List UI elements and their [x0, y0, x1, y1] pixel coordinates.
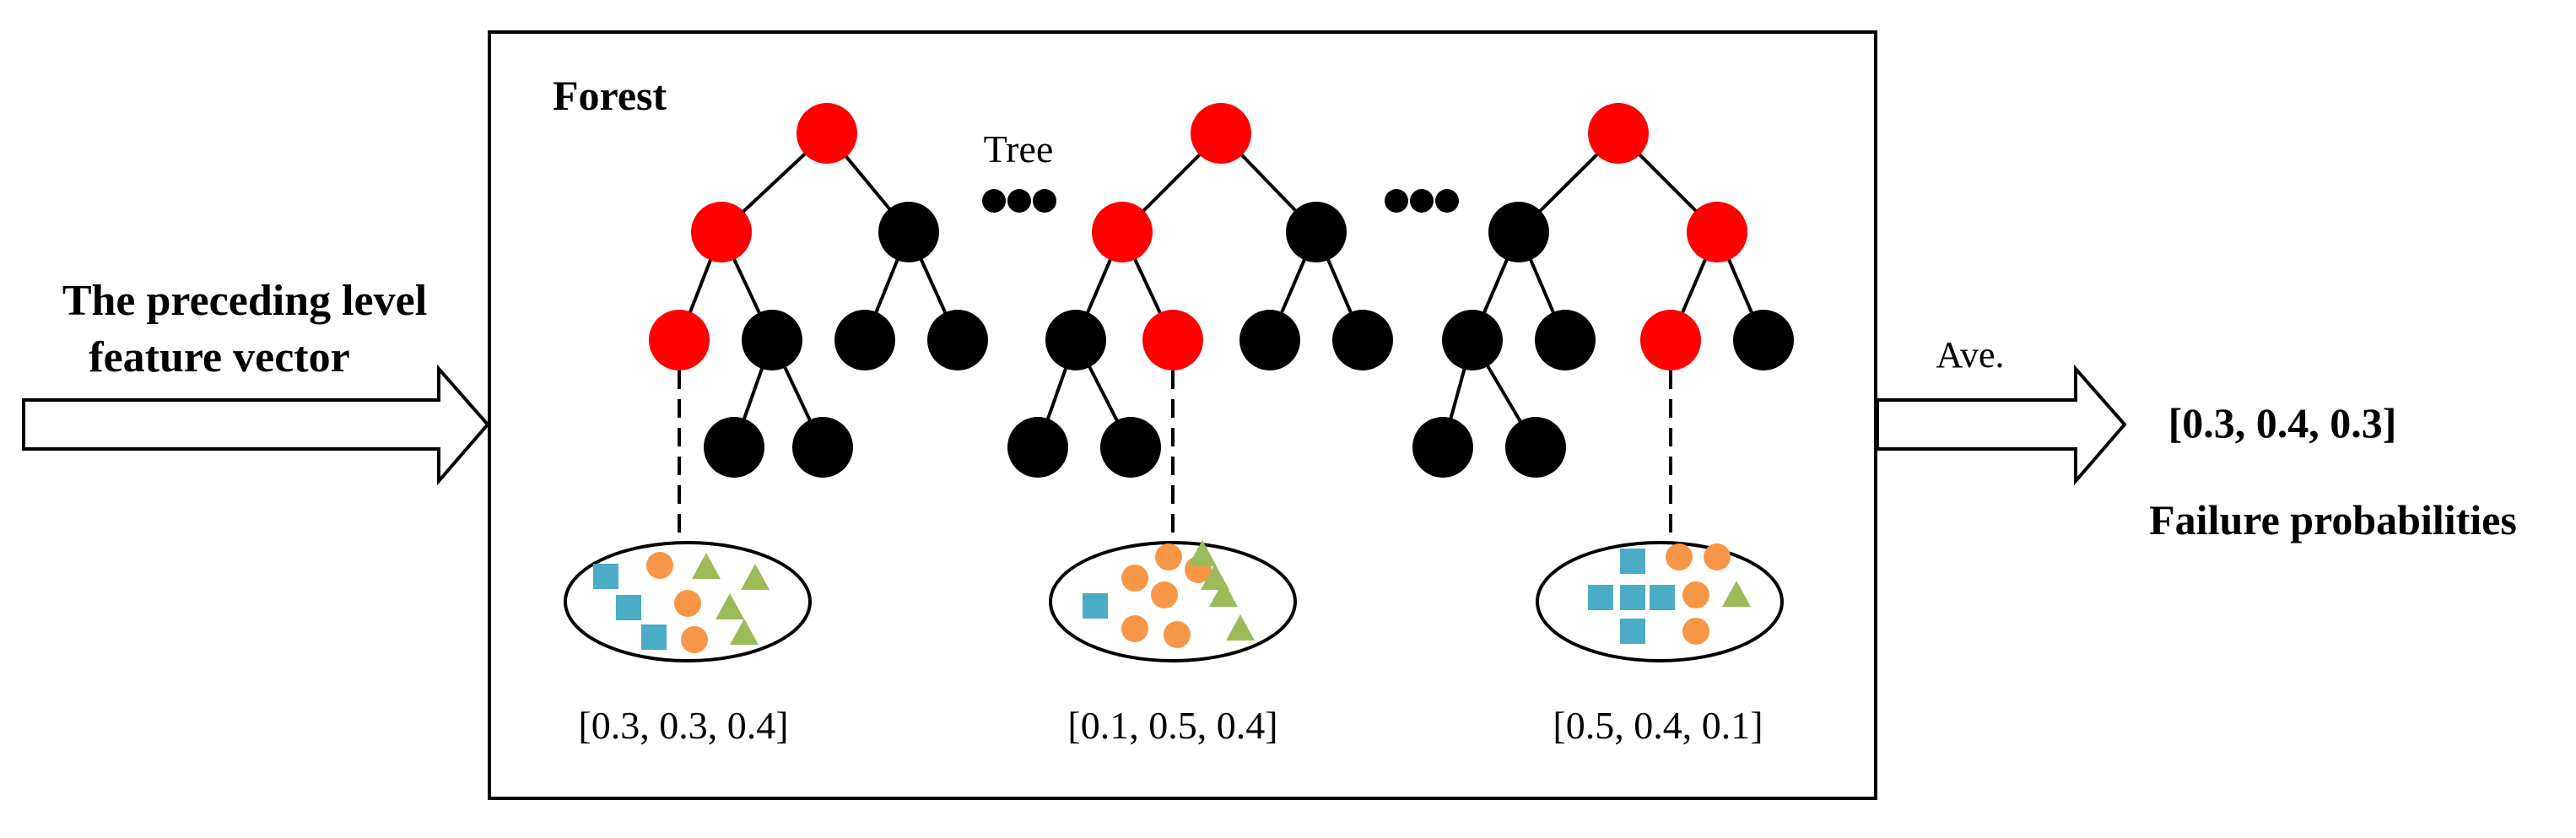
tree-node	[792, 417, 853, 478]
class-square-marker	[593, 564, 618, 589]
class-square-marker	[1650, 585, 1675, 610]
tree-node	[927, 310, 988, 370]
tree-node	[1007, 417, 1068, 478]
tree-3-probabilities: [0.5, 0.4, 0.1]	[1553, 704, 1763, 747]
decision-path-node	[1142, 310, 1203, 370]
class-square-marker	[616, 595, 641, 620]
class-circle-marker	[646, 552, 673, 579]
class-square-marker	[641, 624, 667, 650]
decision-path-node	[1687, 202, 1747, 262]
tree-node	[878, 202, 939, 262]
tree-node	[834, 310, 895, 370]
class-triangle-marker	[1722, 581, 1751, 607]
class-circle-marker	[1151, 581, 1178, 608]
tree-1-probabilities: [0.3, 0.3, 0.4]	[578, 704, 788, 747]
tree-node	[1045, 310, 1106, 370]
decision-path-node	[649, 310, 710, 370]
tree-label: Tree	[984, 127, 1054, 170]
decision-path-node	[1588, 103, 1649, 164]
class-square-marker	[1620, 585, 1645, 610]
class-triangle-marker	[1226, 614, 1255, 641]
decision-path-node	[1640, 310, 1701, 370]
class-triangle-marker	[1188, 540, 1217, 566]
input-arrow	[22, 364, 490, 486]
class-square-marker	[1620, 549, 1645, 574]
tree-node	[1505, 417, 1566, 478]
class-square-marker	[1083, 593, 1108, 619]
tree-2-probabilities: [0.1, 0.5, 0.4]	[1067, 704, 1277, 747]
tree-node	[1733, 310, 1794, 370]
class-triangle-marker	[1209, 581, 1238, 607]
class-circle-marker	[681, 626, 708, 653]
decision-path-node	[691, 202, 752, 262]
tree-node	[704, 417, 764, 478]
class-triangle-marker	[1201, 564, 1229, 590]
input-label-line1: The preceding level	[62, 277, 427, 325]
ellipsis-dots-1	[982, 189, 1056, 213]
tree-node	[742, 310, 802, 370]
class-triangle-marker	[692, 553, 721, 579]
decision-path-node	[797, 103, 857, 164]
input-label-line2: feature vector	[89, 333, 349, 381]
ellipsis-dots-2	[1385, 189, 1459, 213]
output-caption: Failure probabilities	[2149, 496, 2517, 543]
average-label: Ave.	[1936, 334, 2004, 376]
tree-node	[1239, 310, 1300, 370]
class-circle-marker	[1155, 543, 1182, 570]
class-square-marker	[1588, 585, 1613, 610]
tree-1	[564, 103, 988, 662]
class-circle-marker	[1682, 618, 1709, 645]
tree-node	[1442, 310, 1503, 370]
class-triangle-marker	[716, 593, 744, 619]
class-circle-marker	[1164, 621, 1191, 648]
tree-node	[1535, 310, 1596, 370]
tree-node	[1286, 202, 1347, 262]
decision-path-node	[1191, 103, 1251, 164]
class-circle-marker	[1704, 543, 1731, 570]
forest-title: Forest	[553, 72, 667, 119]
forest-box	[488, 30, 1877, 800]
class-circle-marker	[1682, 581, 1709, 608]
tree-3	[1412, 103, 1794, 662]
class-triangle-marker	[730, 619, 759, 645]
output-result: [0.3, 0.4, 0.3]	[2168, 399, 2397, 446]
tree-node	[1488, 202, 1549, 262]
class-circle-marker	[1121, 615, 1148, 642]
tree-node	[1412, 417, 1473, 478]
decision-path-node	[1092, 202, 1153, 262]
tree-node	[1332, 310, 1393, 370]
tree-2	[1007, 103, 1393, 662]
class-circle-marker	[1666, 543, 1693, 570]
class-triangle-marker	[741, 564, 770, 590]
class-circle-marker	[674, 590, 701, 617]
class-square-marker	[1620, 619, 1645, 644]
tree-node	[1100, 417, 1161, 478]
class-circle-marker	[1121, 565, 1148, 592]
trees	[564, 103, 1794, 662]
output-arrow	[1876, 364, 2127, 486]
